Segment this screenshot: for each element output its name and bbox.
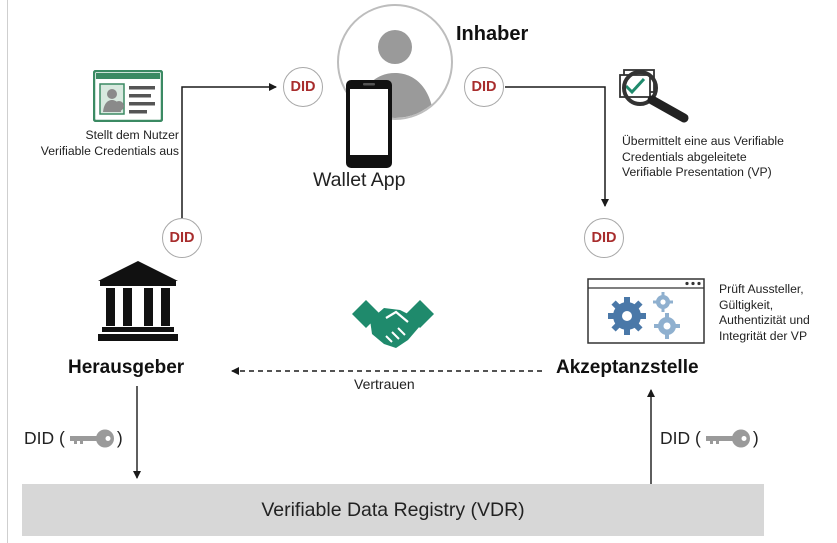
presentation-note-line: Credentials abgeleitete <box>622 149 747 164</box>
issuer-note: Stellt dem Nutzer Verifiable Credentials… <box>38 128 179 159</box>
wallet-app-label: Wallet App <box>313 169 406 191</box>
key-label-suffix: ) <box>752 427 759 448</box>
verifier-title: Akzeptanzstelle <box>556 357 699 378</box>
issuer-key-label: DID ( ) <box>24 427 123 449</box>
holder-title: Inhaber <box>456 23 529 45</box>
verifier-key-label: DID ( ) <box>660 427 759 449</box>
issuer-note-line: Verifiable Credentials aus <box>40 143 179 158</box>
issuer-note-line: Stellt dem Nutzer <box>85 128 179 142</box>
key-label-prefix: DID ( <box>24 427 65 448</box>
did-badge-issuer: DID <box>162 218 202 258</box>
smartphone-icon <box>346 80 392 168</box>
key-label-prefix: DID ( <box>660 427 701 448</box>
verifier-note-line: Integrität der VP <box>719 328 808 343</box>
did-badge-holder-right: DID <box>464 67 504 107</box>
presentation-arrow <box>505 86 609 207</box>
verifier-note-line: Authentizität und <box>719 313 810 327</box>
credential-card-icon <box>93 70 163 122</box>
trust-label: Vertrauen <box>354 376 415 392</box>
search-document-icon <box>619 69 689 123</box>
left-border-line <box>7 0 8 543</box>
handshake-icon <box>352 300 434 348</box>
verifier-note-line: Prüft Aussteller, <box>719 282 804 296</box>
bank-building-icon <box>98 261 178 341</box>
presentation-note-line: Übermittelt eine aus Verifiable <box>622 134 784 148</box>
verifier-note: Prüft Aussteller, Gültigkeit, Authentizi… <box>719 282 810 344</box>
did-badge-holder-left: DID <box>283 67 323 107</box>
key-icon <box>705 429 750 448</box>
issuer-title: Herausgeber <box>68 357 185 378</box>
key-icon <box>69 429 114 448</box>
verifiable-data-registry: Verifiable Data Registry (VDR) <box>22 484 764 536</box>
presentation-note: Übermittelt eine aus Verifiable Credenti… <box>622 134 784 181</box>
presentation-note-line: Verifiable Presentation (VP) <box>622 165 772 179</box>
issuance-arrow <box>181 83 277 218</box>
registry-label: Verifiable Data Registry (VDR) <box>261 498 525 521</box>
did-badge-verifier: DID <box>584 218 624 258</box>
settings-window-icon <box>587 278 705 344</box>
key-label-suffix: ) <box>116 427 123 448</box>
verifier-note-line: Gültigkeit, <box>719 297 774 312</box>
